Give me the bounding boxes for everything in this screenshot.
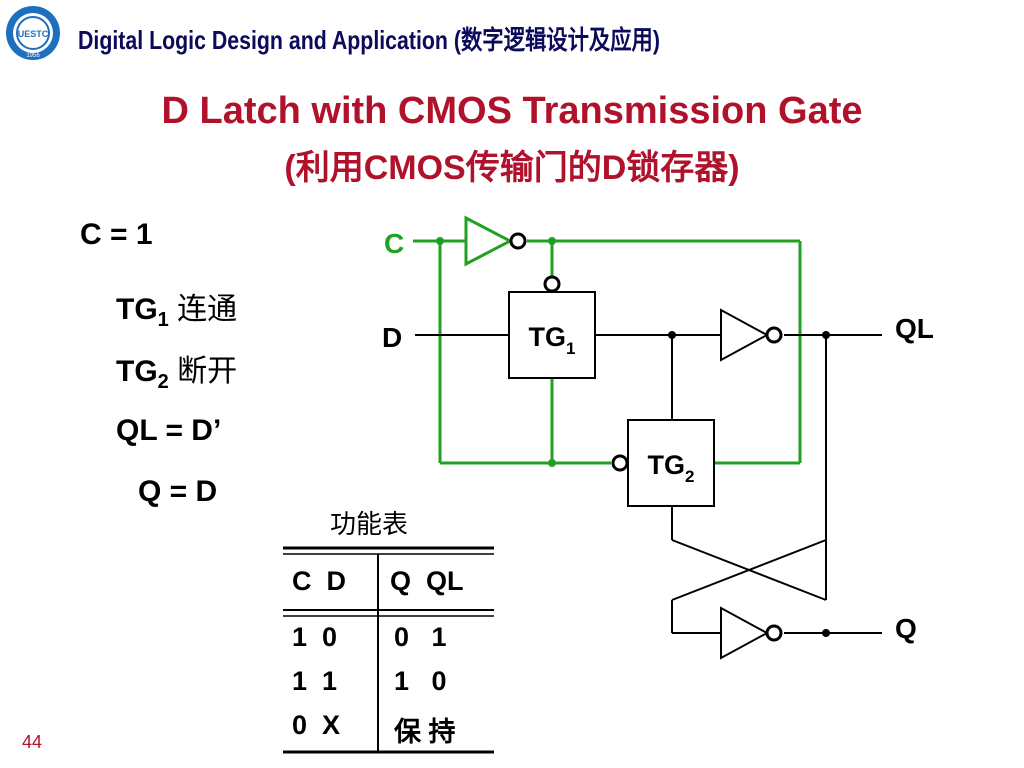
signal-junctions [668,331,830,637]
logo-year: 1956 [26,53,40,59]
tg2-label-sub: 2 [685,467,694,486]
tg2-status: TG2 断开 [116,346,237,394]
tg2-prefix: TG [116,355,158,388]
table-row: 0 X [292,710,340,741]
c-input-label: C [384,228,404,259]
row1-outputs: 0 1 [394,622,447,652]
tg2-control-bubble [611,454,629,472]
page-number: 44 [22,732,43,752]
control-inverter [464,215,527,267]
tg2-label-prefix: TG [648,450,686,480]
table-row: 1 0 [292,622,337,653]
ql-equation: QL = D’ [116,414,222,447]
ql-output-label: QL [895,313,934,344]
tg1-subscript: 1 [157,309,169,331]
tg1-prefix: TG [116,293,158,326]
d-input-label: D [382,322,402,353]
tg1-status: TG1 连通 [116,284,237,332]
tg1-state: 连通 [168,293,238,326]
table-row: 1 0 [394,666,447,697]
tg2-box [627,419,715,507]
condition-value: C = 1 [80,218,153,251]
tg1-label-sub: 1 [566,339,575,358]
control-junctions [436,237,556,467]
control-wires [413,239,802,465]
function-table-caption: 功能表 [330,509,409,539]
signal-wires [415,334,882,634]
condition-text: C = 1 [80,218,153,252]
table-row: 1 1 [292,666,337,697]
tg1-box [508,291,596,379]
slide-subtitle: (利用CMOS传输门的D锁存器) [284,149,740,187]
row2-inputs: 1 1 [292,666,338,696]
q-output-label: Q [895,613,917,644]
slide-title: D Latch with CMOS Transmission Gate [161,90,863,132]
function-table-rules [283,546,494,754]
tg2-subscript: 2 [157,371,169,393]
row2-outputs: 1 0 [394,666,447,696]
logo-text: UESTC [18,29,49,39]
course-header: Digital Logic Design and Application (数字… [78,25,660,55]
function-table-header-inputs: C D [292,566,346,596]
q-equation: Q = D [138,475,218,508]
tg1-label: TG1 [529,322,576,358]
uestc-logo: UESTC 1956 [4,4,62,62]
logo-emblem-icon: UESTC 1956 [6,6,60,60]
forward-inverter [720,308,783,362]
table-row: 0 1 [394,622,447,653]
row1-inputs: 1 0 [292,622,338,652]
tg2-label: TG2 [648,450,695,486]
row3-outputs: 保 持 [394,717,456,747]
tg2-state: 断开 [168,355,238,388]
tg1-label-prefix: TG [529,322,567,352]
tg1-control-bubble [543,275,561,293]
function-table-header-outputs: Q QL [390,566,464,596]
table-row: 保 持 [394,710,456,749]
feedback-inverter [720,606,783,660]
row3-inputs: 0 X [292,710,341,740]
